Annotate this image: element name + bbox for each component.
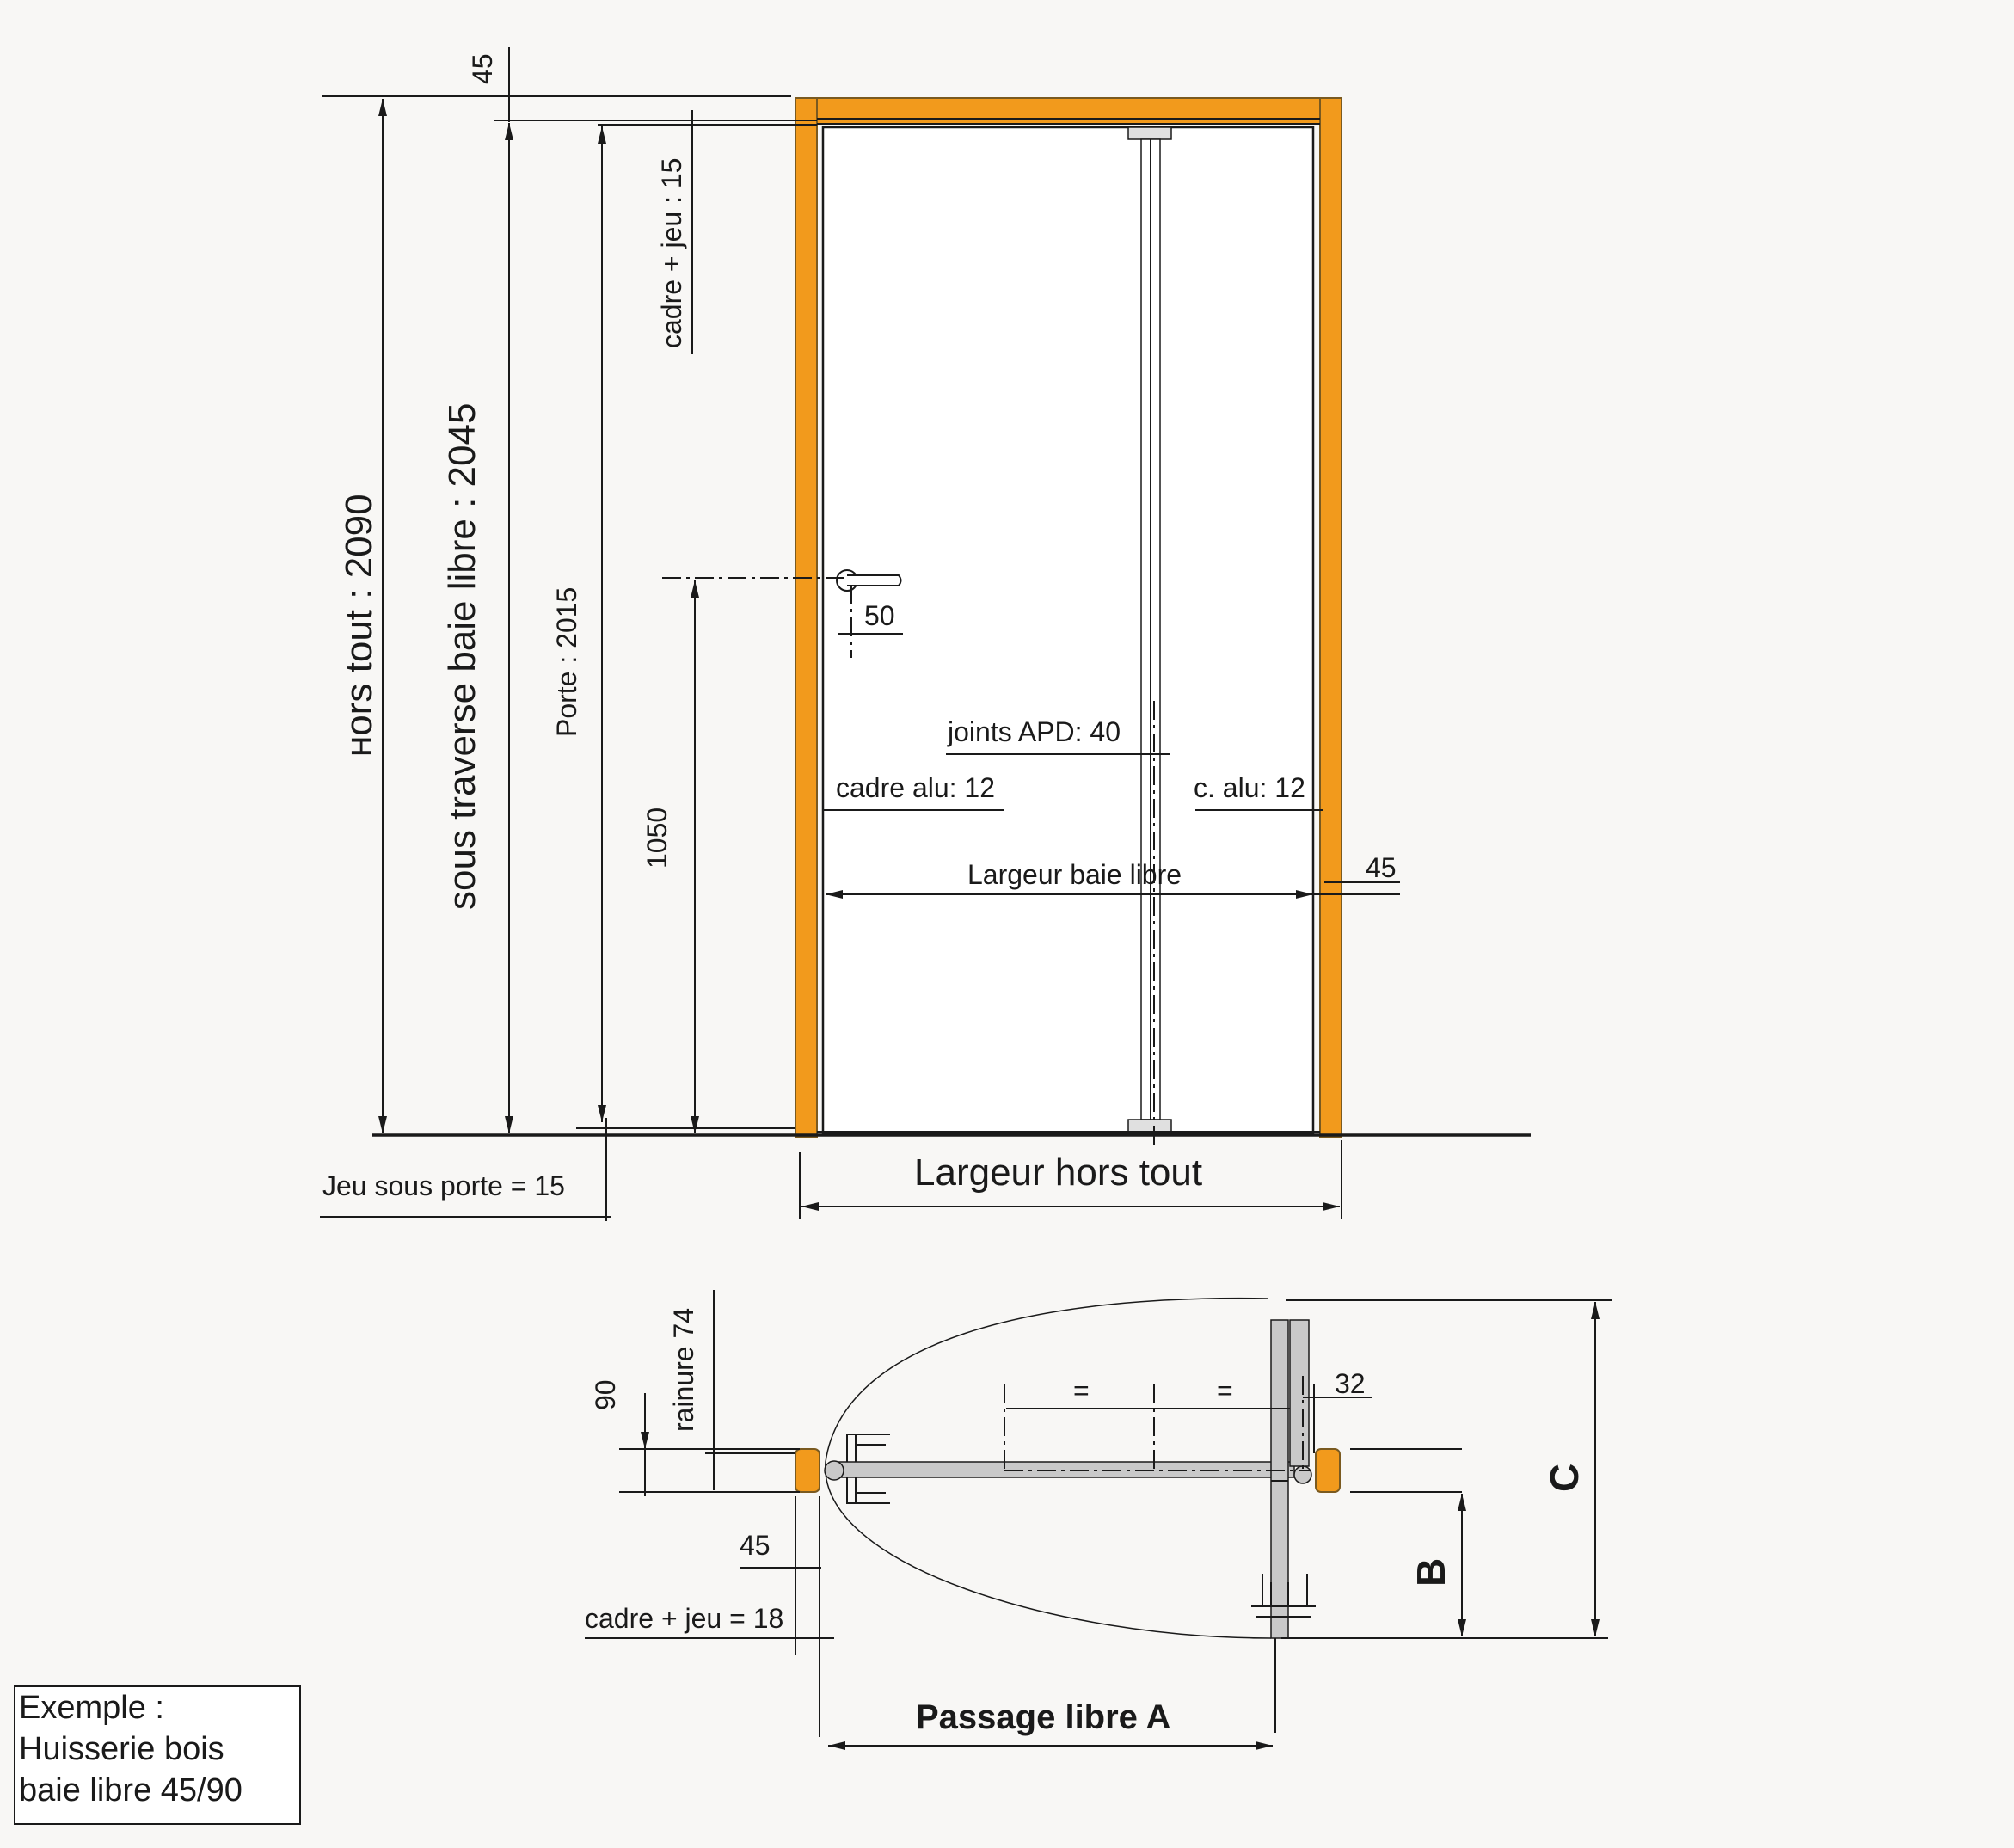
label-c: C [1542,1464,1587,1492]
sous-traverse-label: sous traverse baie libre : 2045 [441,403,483,910]
elevation-view: 45 cadre + jeu : 15 ʜors tout : 2090 sou… [320,47,1531,1221]
left-jamb [795,1448,820,1493]
poignee-50-label: 50 [864,600,895,631]
top-45-label: 45 [467,53,498,84]
largeur-baie-libre-label: Largeur baie libre [967,859,1182,890]
d32-label: 32 [1335,1368,1366,1399]
cadre-alu-left-label: cadre alu: 12 [836,772,995,803]
example-caption: Exemple : Huisserie bois baie libre 45/9… [14,1685,301,1825]
right-jamb [1315,1448,1341,1493]
caption-line-1: Exemple : [19,1690,164,1726]
d90-label: 90 [590,1379,621,1410]
rainure-label: rainure 74 [668,1308,699,1432]
door-handle [662,569,903,658]
poignee-hauteur-label: 1050 [642,807,672,869]
plan-view: rainure 74 90 45 cadre + jeu = 18 = = 32… [585,1290,1612,1750]
open-door-leaf [1270,1319,1289,1639]
cadre-jeu-15-label: cadre + jeu : 15 [656,158,687,348]
label-b: B [1409,1558,1453,1587]
cadre-alu-right-label: c. alu: 12 [1194,772,1305,803]
door-frame [795,97,1342,1138]
joints-apd-label: joints APD: 40 [947,716,1121,747]
eq-left-label: = [1073,1375,1090,1406]
porte-label: Porte : 2015 [551,587,582,737]
cadre-jeu-18-label: cadre + jeu = 18 [585,1603,783,1634]
jeu-sous-porte-label: Jeu sous porte = 15 [322,1170,565,1201]
largeur-hors-tout-label: Largeur hors tout [914,1151,1202,1194]
d45-label: 45 [740,1530,771,1561]
caption-line-3: baie libre 45/90 [19,1772,243,1808]
passage-libre-label: Passage libre A [916,1698,1170,1736]
caption-line-2: Huisserie bois [19,1731,224,1767]
right-45-label: 45 [1366,852,1397,883]
eq-right-label: = [1217,1375,1233,1406]
door-leaf [821,126,1315,1135]
hors-tout-label: ʜors tout : 2090 [338,494,380,757]
lock-rod [1127,126,1172,1148]
door-swing-arc [825,1297,1272,1639]
